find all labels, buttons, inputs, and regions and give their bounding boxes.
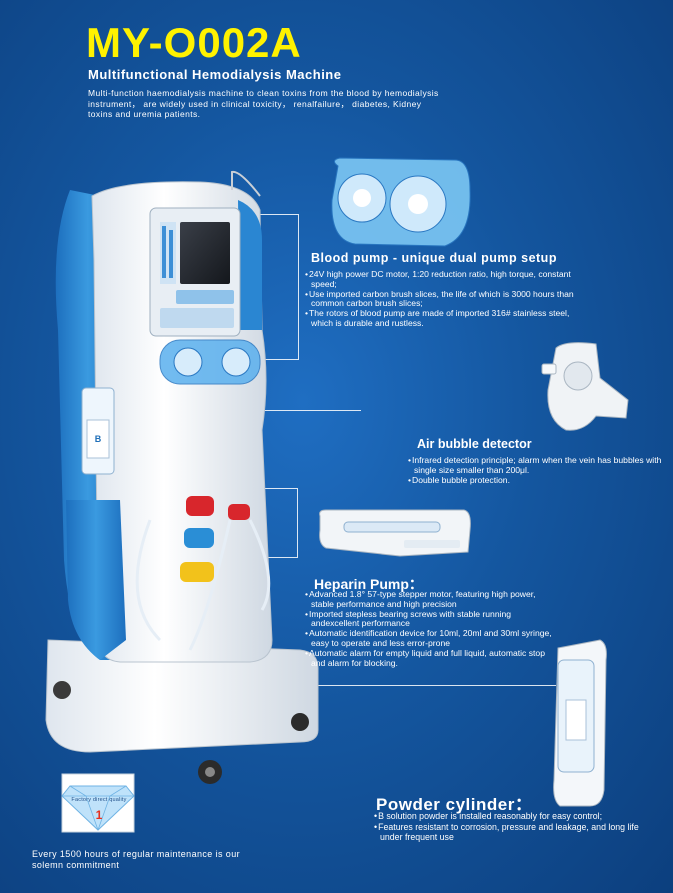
blood-pump-features: 24V high power DC motor, 1:20 reduction … xyxy=(305,269,575,329)
blood-pump-title: Blood pump - unique dual pump setup xyxy=(311,251,557,265)
powder-features: B solution powder is installed reasonabl… xyxy=(374,811,649,843)
leader-powder xyxy=(94,685,556,686)
list-item: Advanced 1.8° 57-type stepper motor, fea… xyxy=(305,589,555,610)
leader-heparin xyxy=(240,488,298,558)
list-item: The rotors of blood pump are made of imp… xyxy=(305,308,575,329)
product-intro: Multi-function haemodialysis machine to … xyxy=(88,88,439,119)
list-item: Features resistant to corrosion, pressur… xyxy=(374,822,649,843)
svg-text:B: B xyxy=(95,434,102,444)
product-title: MY-O002A xyxy=(86,19,302,66)
list-item: Infrared detection principle; alarm when… xyxy=(408,455,673,476)
list-item: Double bubble protection. xyxy=(408,475,673,486)
list-item: Imported stepless bearing screws with st… xyxy=(305,609,555,630)
list-item: B solution powder is installed reasonabl… xyxy=(374,811,649,822)
list-item: Use imported carbon brush slices, the li… xyxy=(305,289,575,310)
badge-text: Factory direct quality xyxy=(71,797,127,803)
air-bubble-features: Infrared detection principle; alarm when… xyxy=(408,455,673,486)
heparin-title: Heparin Pump： xyxy=(314,576,423,592)
list-item: Automatic alarm for empty liquid and ful… xyxy=(305,648,555,669)
list-item: Automatic identification device for 10ml… xyxy=(305,628,555,649)
powder-title: Powder cylinder： xyxy=(376,795,533,814)
leader-blood-pump xyxy=(258,214,299,360)
maintenance-commitment: Every 1500 hours of regular maintenance … xyxy=(32,849,241,870)
badge-number: 1 xyxy=(95,808,103,822)
list-item: 24V high power DC motor, 1:20 reduction … xyxy=(305,269,575,290)
product-subtitle: Multifunctional Hemodialysis Machine xyxy=(88,67,342,82)
air-bubble-title: Air bubble detector xyxy=(417,437,532,451)
heparin-features: Advanced 1.8° 57-type stepper motor, fea… xyxy=(305,589,555,669)
